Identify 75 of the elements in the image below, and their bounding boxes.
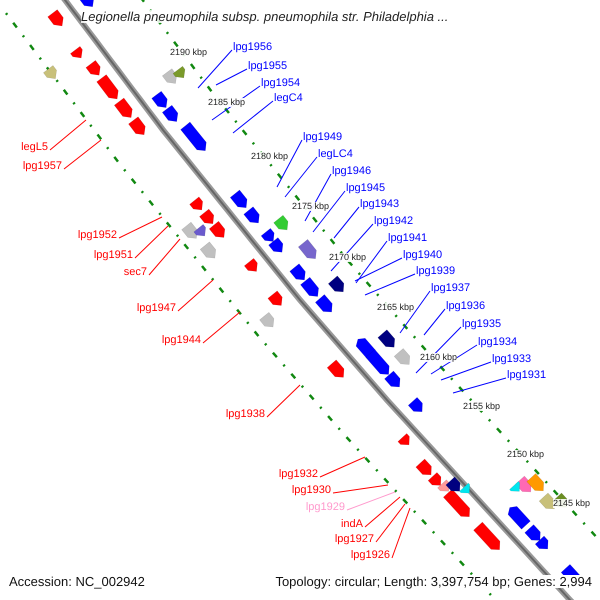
leader-line [232,100,274,134]
leader-line [50,120,86,150]
position-label: 2175 kbp [292,202,330,211]
gene-label: lpg1940 [403,250,442,261]
leader-line [364,496,400,528]
genome-summary-text: Topology: circular; Length: 3,397,754 bp; Genes: 2,994 [275,575,592,588]
gene-label: lpg1954 [261,78,300,89]
position-label: 2150 kbp [507,450,544,459]
leader-line [216,68,248,86]
gene-label: lpg1949 [303,132,342,143]
position-label: 2160 kbp [420,353,458,362]
gene-label: lpg1951 [94,250,133,261]
gene-label: lpg1929 [306,502,345,513]
leader-line [118,216,162,238]
gene-label: lpg1944 [162,335,201,346]
gene-label: lpg1927 [334,534,374,545]
leader-line [148,238,180,276]
leader-line [312,190,346,232]
leader-line [452,378,506,394]
gene-label: lpg1956 [233,42,272,53]
gene-label: lpg1936 [446,301,486,312]
accession-text: Accession: NC_002942 [9,575,145,588]
leader-line [276,140,302,188]
position-label: 2180 kbp [251,152,288,161]
leader-line [202,312,240,344]
gene-label: legL5 [21,142,48,153]
gene-label: lpg1933 [492,354,532,365]
title: Legionella pneumophila subsp. pneumophila str. Philadelphia ... [81,10,448,23]
leader-line [266,384,300,418]
gene-label: lpg1941 [388,233,428,244]
gene-label: lpg1942 [374,216,414,227]
leader-line [346,492,396,510]
gene-label: lpg1938 [226,409,265,420]
position-label: 2190 kbp [170,48,208,57]
gene-label: indA [340,519,363,530]
gene-label: lpg1946 [332,166,372,177]
leader-line [430,344,478,374]
leader-line [334,206,360,238]
leader-line [356,240,388,284]
gene-label: lpg1935 [462,319,502,330]
gene-label: lpg1952 [78,230,117,241]
leader-line [392,508,410,558]
gene-label: lpg1932 [278,469,318,480]
leader-line [440,362,492,380]
gene-label: lpg1945 [346,183,386,194]
leader-line [178,280,214,312]
leader-line [198,50,232,88]
position-label: 2145 kbp [553,499,590,508]
leader-line [376,504,406,542]
gene-label: lpg1934 [478,337,518,348]
position-label: 2165 kbp [377,303,414,312]
gene-label: lpg1939 [416,266,456,277]
gene-label: lpg1937 [431,283,470,294]
leader-line [424,308,446,336]
leader-line [332,484,388,494]
gene-label: sec7 [124,267,147,278]
gene-label: lpg1957 [22,161,62,172]
leader-line [400,290,430,334]
gene-label: lpg1955 [248,61,288,72]
leader-line [320,456,366,478]
gene-label: lpg1930 [292,485,331,496]
leader-line [364,274,416,296]
gene-label: lpg1931 [507,370,546,381]
leader-line [64,140,102,170]
gene-label: lpg1943 [360,199,400,210]
gene-label: lpg1926 [350,550,390,561]
leader-line [134,226,168,258]
position-label: 2170 kbp [329,253,366,262]
position-label: 2185 kbp [208,98,246,107]
leader-line [354,258,402,282]
gene-label: legC4 [274,93,303,104]
leader-line [284,156,318,198]
gene-label: lpg1947 [136,303,176,314]
position-label: 2155 kbp [463,402,500,411]
gene-label: legLC4 [318,149,353,160]
